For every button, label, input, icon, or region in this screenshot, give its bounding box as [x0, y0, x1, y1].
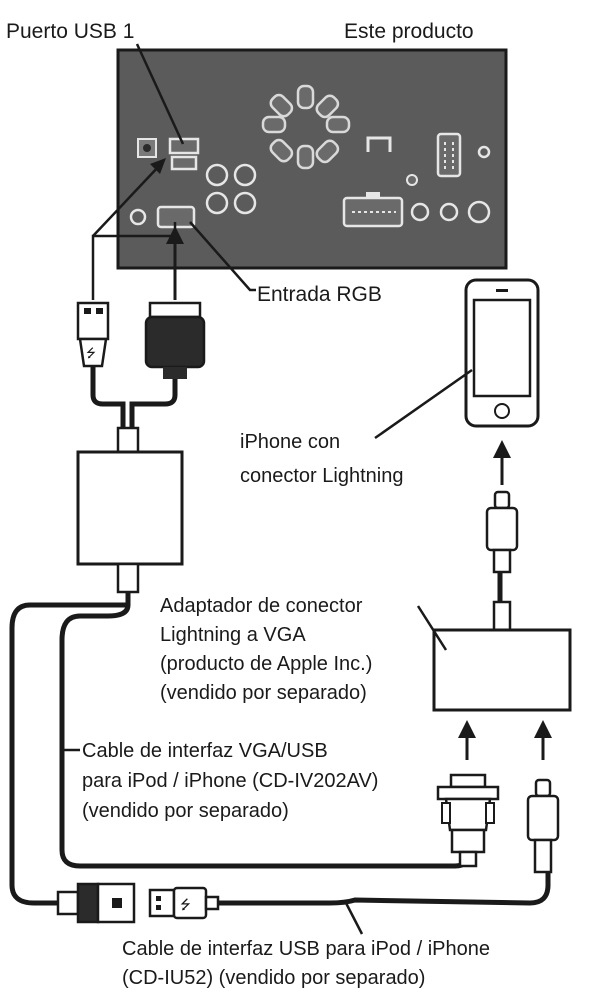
lightning-connector-icon: [526, 778, 560, 874]
adapter-leader: [416, 605, 448, 651]
vga-cable-label-line3: (vendido por separado): [82, 800, 289, 822]
iphone-label-line1: iPhone con: [240, 431, 340, 453]
adapter-label-line1: Adaptador de conector: [160, 595, 363, 617]
multipin-connector: [436, 132, 462, 178]
round-sockets: [129, 145, 491, 226]
interface-box: [76, 426, 184, 594]
usb-icon: ⭍: [180, 898, 191, 913]
lightning-vga-adapter: [432, 600, 572, 712]
vga-cable-label-line1: Cable de interfaz VGA/USB: [82, 740, 328, 762]
ground-screw: [406, 174, 418, 186]
usb-plug-to-head-unit: ⭍: [76, 158, 177, 368]
adapter-label-line4: (vendido por separado): [160, 682, 367, 704]
rgb-input-leader: [189, 221, 256, 292]
iphone-icon: [464, 278, 540, 428]
usb-cable-leader: [344, 902, 364, 935]
usb-cable-label-line2: (CD-IU52) (vendido por separado): [122, 967, 425, 989]
vga-cable-label-line2: para iPod / iPhone (CD-IV202AV): [82, 770, 378, 792]
usb-port-leader: [135, 43, 185, 145]
rgb-input-label: Entrada RGB: [257, 283, 382, 306]
usb-port-label: Puerto USB 1: [6, 20, 134, 43]
arrow-up-icon: [458, 720, 476, 760]
head-unit-rear-panel: [116, 48, 508, 270]
usb-port-1: [168, 137, 200, 171]
usb-male-connector: ⭍: [148, 886, 220, 920]
adapter-label-line3: (producto de Apple Inc.): [160, 653, 372, 675]
vga-connector-icon: [436, 773, 500, 868]
product-label: Este producto: [344, 20, 474, 43]
adapter-label-line2: Lightning a VGA: [160, 624, 306, 646]
usb-icon: ⭍: [86, 346, 96, 360]
harness-connector: [342, 192, 404, 228]
antenna-jack: [137, 138, 157, 158]
usb-female-connector: [56, 882, 136, 924]
arrow-up-icon: [534, 720, 552, 760]
arrow-up-icon: [493, 440, 511, 485]
fan-vent: [261, 84, 351, 170]
rgb-plug: [144, 226, 206, 379]
bracket-symbol: [366, 136, 392, 152]
iphone-label-line2: conector Lightning: [240, 465, 403, 487]
usb-cable-label-line1: Cable de interfaz USB para iPod / iPhone: [122, 938, 490, 960]
lightning-connector-icon: [485, 490, 519, 574]
iphone-leader: [374, 368, 473, 440]
